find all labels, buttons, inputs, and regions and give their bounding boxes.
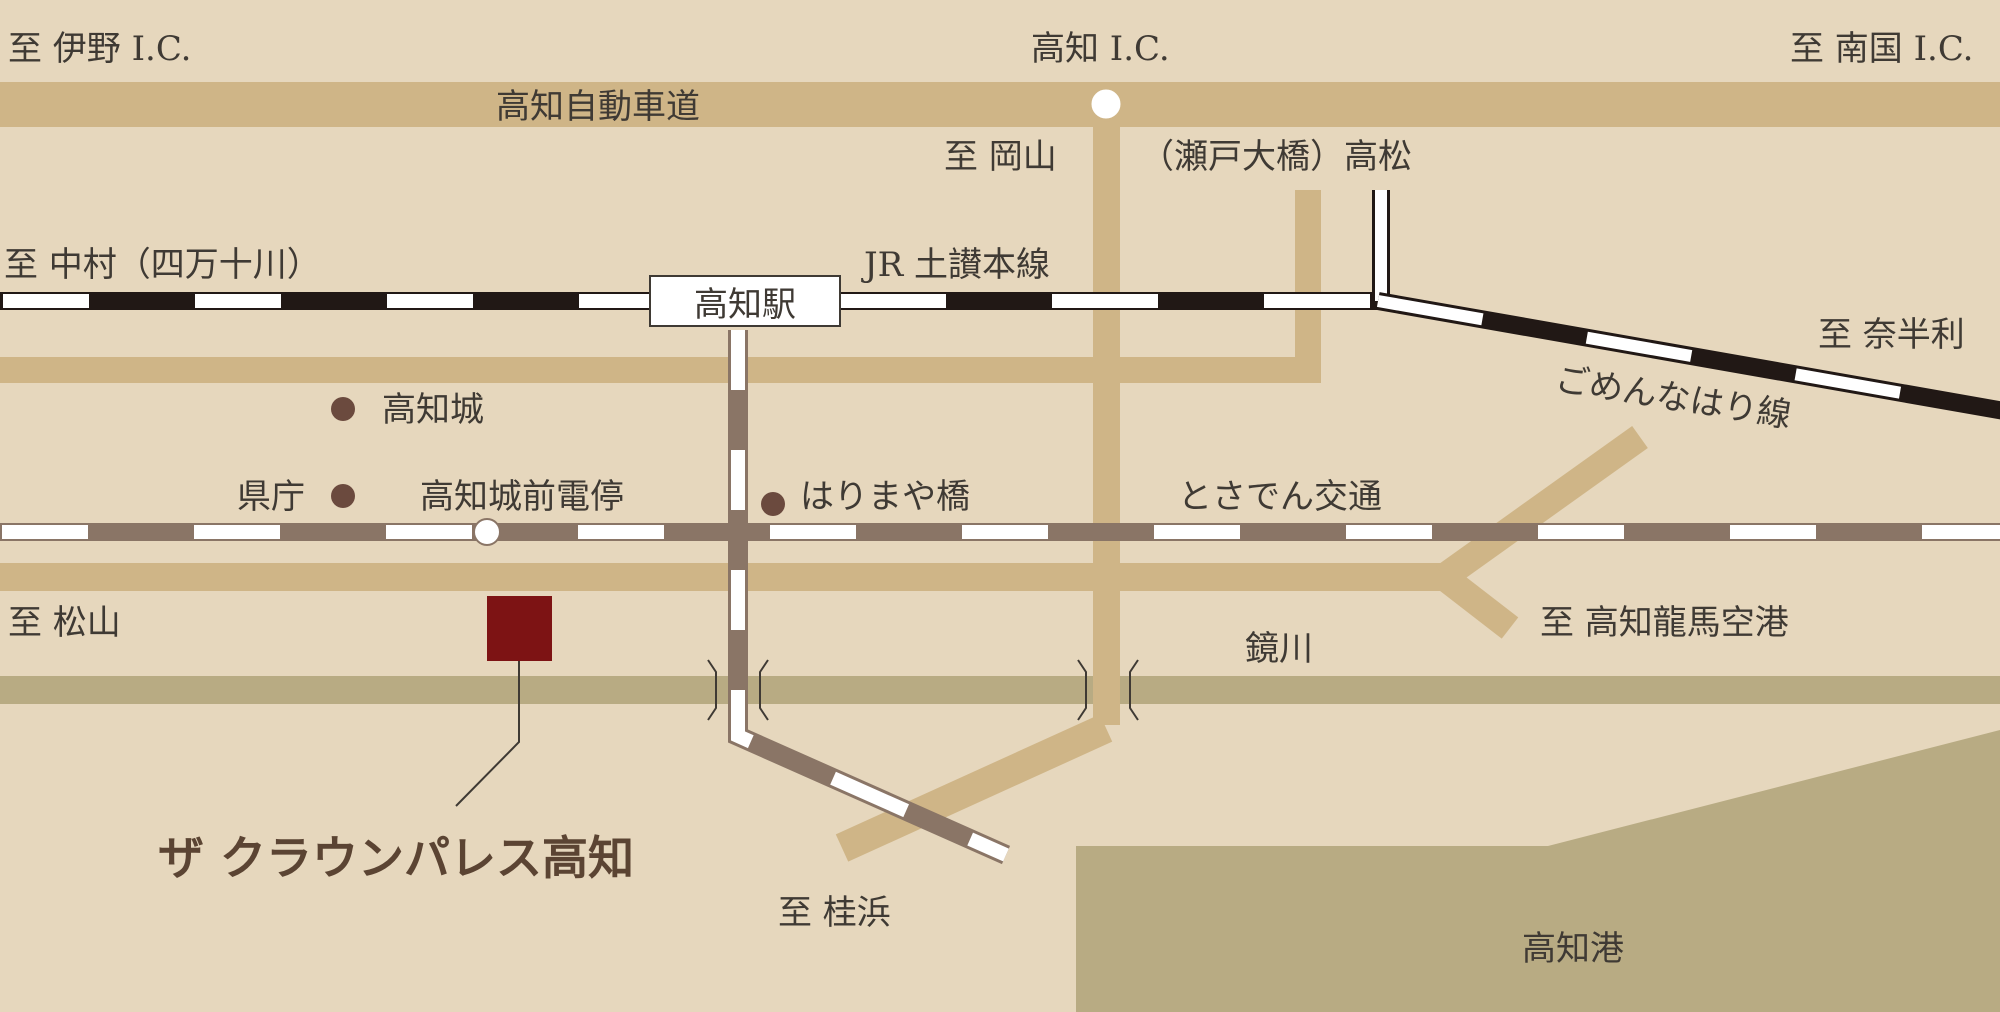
bridge-marks bbox=[707, 659, 1139, 721]
label-tosaden: とさでん交通 bbox=[1178, 477, 1382, 517]
road-to-katsurahama bbox=[835, 714, 1113, 862]
kochi-ic-marker bbox=[1088, 86, 1124, 122]
label-kochi-station: 高知駅 bbox=[694, 285, 796, 325]
label-to-airport: 至 高知龍馬空港 bbox=[1540, 603, 1789, 643]
road-to-airport-upper bbox=[1436, 426, 1648, 588]
road-north-south bbox=[1093, 110, 1120, 725]
bridge-mark bbox=[1129, 659, 1139, 721]
bridge-mark bbox=[707, 659, 717, 721]
expressway-road bbox=[0, 82, 2000, 127]
castle-tram-stop-marker bbox=[473, 518, 501, 546]
label-kochi-port: 高知港 bbox=[1522, 929, 1624, 969]
road-upper-east-west bbox=[0, 357, 1320, 383]
bridge-mark bbox=[1077, 659, 1087, 721]
label-to-ino-ic: 至 伊野 I.C. bbox=[8, 29, 191, 69]
road-to-takamatsu bbox=[1295, 190, 1321, 383]
kochi-port-water bbox=[1076, 730, 2000, 1012]
label-to-takamatsu: （瀬戸大橋）高松 bbox=[1140, 137, 1412, 177]
label-castle-tram-stop: 高知城前電停 bbox=[420, 477, 624, 517]
label-jr-line: JR 土讃本線 bbox=[861, 245, 1050, 285]
label-to-nakamura: 至 中村（四万十川） bbox=[4, 245, 321, 285]
kochi-station-box bbox=[649, 275, 841, 327]
label-to-katsurahama: 至 桂浜 bbox=[778, 893, 891, 933]
label-prefectural-office: 県庁 bbox=[237, 477, 305, 517]
gomen-line-base bbox=[1376, 292, 2000, 420]
label-kagami-river: 鏡川 bbox=[1245, 629, 1313, 669]
label-kochi-ic: 高知 I.C. bbox=[1031, 29, 1170, 69]
harimaya-bridge-dot bbox=[761, 492, 785, 516]
label-kochi-castle: 高知城 bbox=[382, 390, 484, 430]
label-expressway: 高知自動車道 bbox=[496, 87, 700, 127]
road-lower-east-west bbox=[0, 563, 1450, 591]
hotel-leader-line bbox=[455, 661, 520, 807]
kagami-river bbox=[0, 676, 2000, 704]
kochi-castle-dot bbox=[331, 397, 355, 421]
bridge-mark bbox=[759, 659, 769, 721]
label-hotel: ザ クラウンパレス高知 bbox=[158, 831, 634, 885]
label-to-matsuyama: 至 松山 bbox=[8, 603, 121, 643]
tram-branch-white bbox=[731, 330, 1009, 862]
road-to-airport-lower bbox=[1435, 566, 1519, 639]
label-harimaya-bridge: はりまや橋 bbox=[800, 477, 970, 517]
label-to-nahari: 至 奈半利 bbox=[1818, 315, 1965, 355]
label-to-okayama: 至 岡山 bbox=[944, 137, 1057, 177]
label-to-nankoku-ic: 至 南国 I.C. bbox=[1790, 29, 1973, 69]
prefectural-office-dot bbox=[331, 484, 355, 508]
roads bbox=[0, 82, 2000, 862]
hotel-marker bbox=[487, 596, 552, 661]
